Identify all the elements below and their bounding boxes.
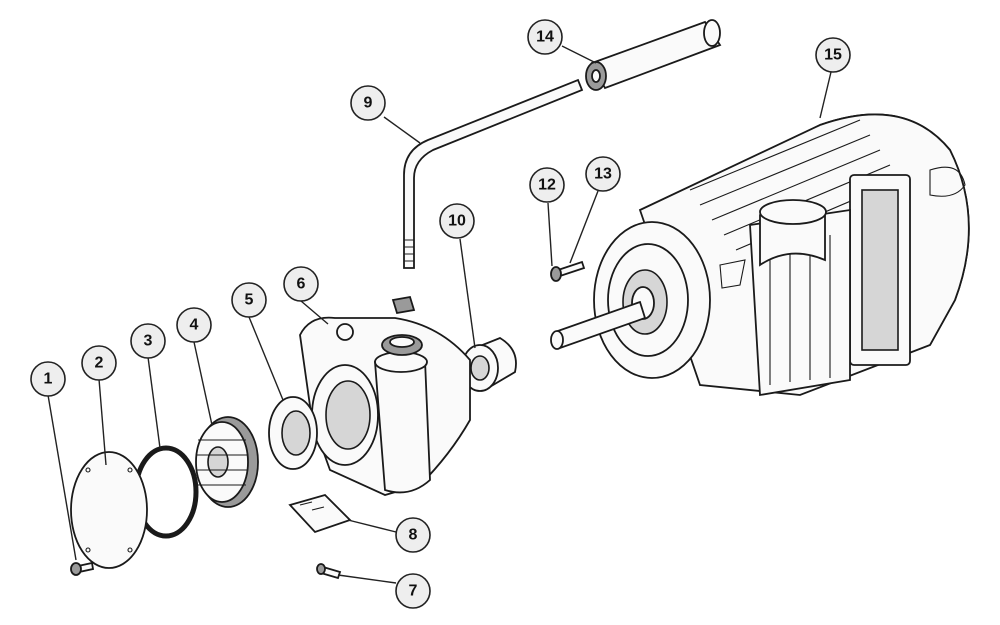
part-6-pump-body bbox=[299, 295, 471, 496]
part-15-motor bbox=[593, 113, 970, 397]
svg-text:2: 2 bbox=[95, 355, 104, 372]
callout-2: 2 bbox=[81, 345, 117, 381]
part-9-rod bbox=[403, 78, 584, 269]
svg-text:10: 10 bbox=[448, 213, 466, 230]
motor-shaft bbox=[550, 300, 647, 350]
svg-text:12: 12 bbox=[538, 177, 556, 194]
callout-7: 7 bbox=[395, 573, 431, 609]
svg-text:13: 13 bbox=[594, 166, 612, 183]
part-2-cover bbox=[70, 451, 148, 569]
callout-6: 6 bbox=[283, 266, 319, 302]
callout-3: 3 bbox=[130, 323, 166, 359]
svg-text:15: 15 bbox=[824, 47, 842, 64]
callout-12: 12 bbox=[529, 167, 565, 203]
part-14-sleeve bbox=[585, 19, 722, 91]
callout-4: 4 bbox=[176, 307, 212, 343]
part-12-bolt bbox=[550, 260, 586, 282]
part-7-screw bbox=[316, 563, 342, 580]
svg-text:5: 5 bbox=[245, 292, 254, 309]
part-1-screw bbox=[70, 561, 95, 576]
leader-lines bbox=[47, 45, 832, 584]
svg-text:3: 3 bbox=[144, 333, 153, 350]
svg-text:4: 4 bbox=[190, 317, 199, 334]
svg-text:7: 7 bbox=[409, 583, 418, 600]
part-4-impeller bbox=[195, 416, 259, 508]
callout-1: 1 bbox=[30, 361, 66, 397]
callout-14: 14 bbox=[527, 19, 563, 55]
part-8-cam bbox=[288, 493, 352, 534]
callout-5: 5 bbox=[231, 282, 267, 318]
svg-text:8: 8 bbox=[409, 527, 418, 544]
svg-text:6: 6 bbox=[297, 276, 306, 293]
svg-text:9: 9 bbox=[364, 95, 373, 112]
callout-8: 8 bbox=[395, 517, 431, 553]
callout-13: 13 bbox=[585, 156, 621, 192]
callout-9: 9 bbox=[350, 85, 386, 121]
svg-text:1: 1 bbox=[44, 371, 53, 388]
callout-15: 15 bbox=[815, 37, 851, 73]
part-5-plate bbox=[268, 396, 318, 470]
callout-10: 10 bbox=[439, 203, 475, 239]
svg-text:14: 14 bbox=[536, 29, 554, 46]
